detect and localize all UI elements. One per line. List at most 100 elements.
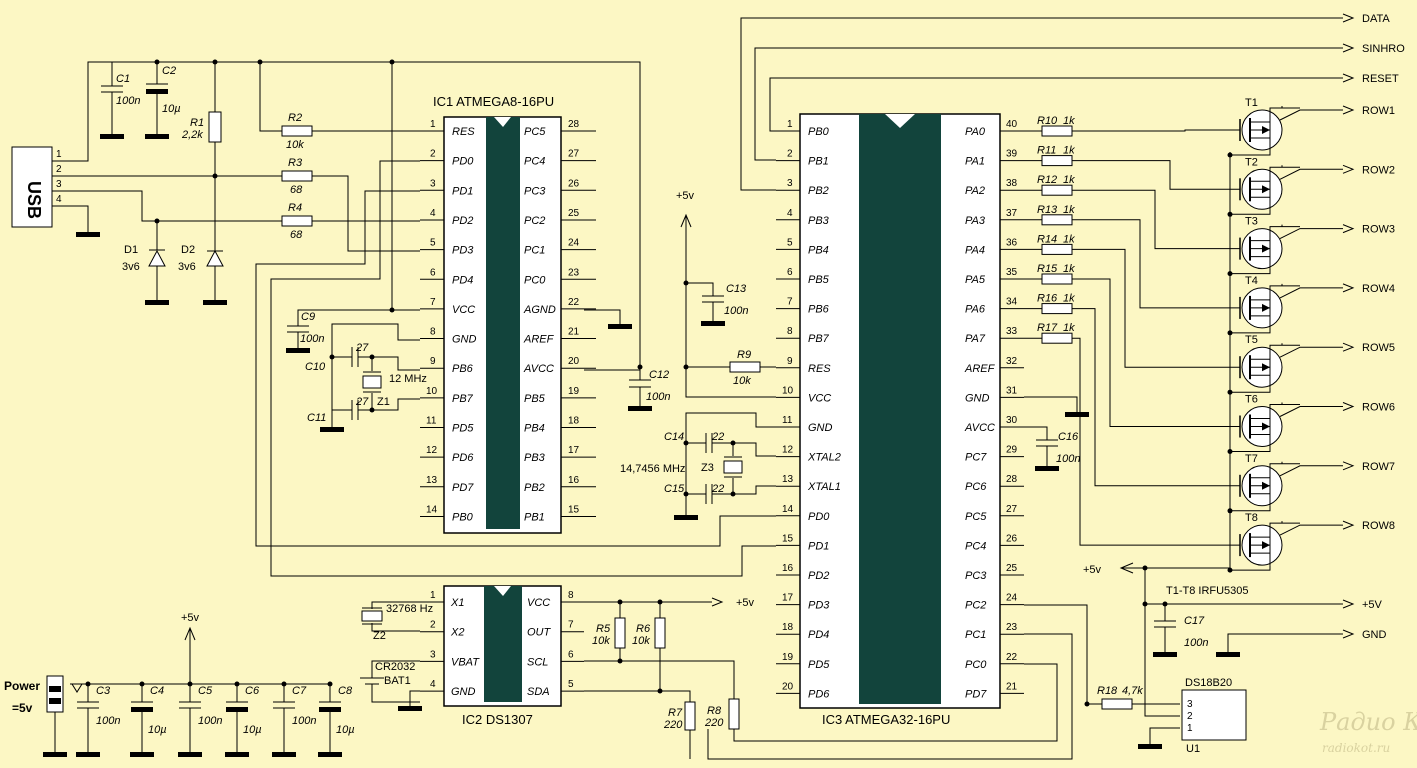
rail-plus5-d: +5v	[1083, 564, 1102, 576]
r3-label: R3	[288, 157, 303, 169]
ic3-pin-l0-name: PB0	[808, 126, 830, 138]
ic1-pin-l3-name: PD2	[452, 215, 473, 227]
ic3-pin-l2-number: 3	[787, 178, 793, 189]
ds-pin2: 2	[1187, 711, 1193, 722]
ic3-pin-r12-number: 28	[1006, 474, 1018, 485]
usb-supply-section: C1 100n C2 10µ R1 2,2k R2 10k R3 68 R4 6…	[100, 59, 420, 305]
ds-label: DS18B20	[1185, 677, 1232, 689]
transistor-label: T1	[1245, 97, 1258, 109]
ds18b20-sensor: DS18B20 U1 3 2 1 R18 4,7k	[1087, 677, 1247, 755]
ic2-pin-r0-number: 8	[568, 590, 574, 601]
r9-value: 10k	[733, 375, 751, 387]
ic1-pin-l6-name: VCC	[452, 304, 475, 316]
ic3-left-wiring: DATA SINHRO RESET +5v C13 100n R9 10k C1…	[620, 13, 1405, 520]
ic3-atmega32: IC3 ATMEGA32-16PU PB01PB12PB23PB34PB45PB…	[776, 113, 1024, 727]
usb-pin2: 2	[56, 164, 62, 175]
row-output-label: ROW8	[1362, 520, 1395, 532]
power-cap-label: C6	[245, 685, 260, 697]
ic3-pin-r15-name: PC3	[965, 570, 987, 582]
transistor-label: T5	[1245, 334, 1258, 346]
ic1-pin-r2-name: PC3	[524, 185, 546, 197]
signal-data: DATA	[1362, 13, 1390, 25]
power-cap-label: C3	[96, 685, 111, 697]
ic1-pin-r13-number: 15	[568, 504, 580, 515]
ic1-pin-l11-number: 12	[426, 445, 438, 456]
ic1-pin-r5-name: PC0	[524, 274, 546, 286]
ic1-pin-r6-number: 22	[568, 297, 580, 308]
ic2-pin-r2-name: SCL	[527, 656, 548, 668]
ic2-pin-l1-name: X2	[450, 627, 464, 639]
c14-label: C14	[664, 431, 684, 443]
ic1-pin-r8-number: 20	[568, 356, 580, 367]
ic2-pin-r3-number: 5	[568, 679, 574, 690]
ic2-pin-l2-number: 3	[430, 649, 436, 660]
r18-label: R18	[1097, 685, 1118, 697]
ic1-pin-r13-name: PB1	[524, 511, 545, 523]
ic1-pin-l11-name: PD6	[452, 452, 474, 464]
ic3-pin-l5-number: 6	[787, 267, 793, 278]
row-resistor-value: 1k	[1063, 204, 1075, 216]
ic3-pin-r16-name: PC2	[965, 600, 986, 612]
row-output-label: ROW2	[1362, 164, 1395, 176]
row-resistor-value: 1k	[1063, 174, 1075, 186]
ic3-pin-l15-name: PD2	[808, 570, 829, 582]
row-resistor	[1041, 184, 1073, 196]
power-cap-label: C5	[198, 685, 213, 697]
ic3-pin-r10-name: AVCC	[964, 422, 995, 434]
power-cap-value: 10µ	[243, 724, 262, 736]
ic3-pin-l8-number: 9	[787, 356, 793, 367]
ic3-pin-r17-number: 23	[1006, 622, 1018, 633]
ic3-pin-r5-number: 35	[1006, 267, 1018, 278]
ic3-pin-l6-name: PB6	[808, 304, 830, 316]
ic3-pin-l19-name: PD6	[808, 688, 830, 700]
c12-value: 100n	[646, 391, 670, 403]
c13-value: 100n	[724, 305, 748, 317]
r5-label: R5	[596, 623, 611, 635]
ic3-pin-l0-number: 1	[787, 119, 793, 130]
ic2-title: IC2 DS1307	[462, 712, 533, 727]
ic3-pin-l12-name: XTAL1	[807, 481, 841, 493]
ic3-pin-r17-name: PC1	[965, 629, 986, 641]
ic1-pin-l4-number: 5	[430, 238, 436, 249]
c11-label: C11	[307, 412, 326, 424]
row-resistor-value: 1k	[1063, 115, 1075, 127]
ic1-pin-l5-name: PD4	[452, 274, 473, 286]
row-resistor-label: R13	[1037, 204, 1058, 216]
ic2-pin-l0-number: 1	[430, 590, 436, 601]
row-resistor-value: 1k	[1063, 322, 1075, 334]
c12-label: C12	[649, 369, 669, 381]
ic3-pin-r11-number: 29	[1006, 445, 1018, 456]
ic1-pin-r4-name: PC1	[524, 245, 545, 257]
ic1-pin-r4-number: 24	[568, 238, 580, 249]
ic3-pin-l11-number: 12	[782, 445, 794, 456]
ic3-pin-l3-number: 4	[787, 208, 793, 219]
ic3-pin-l10-number: 11	[782, 415, 793, 426]
signal-sinhro: SINHRO	[1362, 43, 1405, 55]
ic3-pin-r1-name: PA1	[965, 156, 985, 168]
ic3-pin-l3-name: PB3	[808, 215, 830, 227]
z1-label: Z1	[377, 396, 390, 408]
c13-label: C13	[726, 283, 747, 295]
row-output-label: ROW7	[1362, 461, 1395, 473]
ic3-pin-r10-number: 30	[1006, 415, 1018, 426]
ic2-pin-r1-name: OUT	[527, 627, 552, 639]
ic2-pin-r3-name: SDA	[527, 686, 550, 698]
row-resistor	[1041, 243, 1073, 255]
r18-value: 4,7k	[1122, 685, 1143, 697]
signal-reset: RESET	[1362, 73, 1399, 85]
ic1-pin-l5-number: 6	[430, 267, 436, 278]
r6-value: 10k	[632, 635, 650, 647]
usb-label: USB	[24, 181, 44, 219]
ds-pin3: 3	[1187, 699, 1193, 710]
ic3-pin-l19-number: 20	[782, 681, 794, 692]
ic3-pin-r3-name: PA3	[965, 215, 986, 227]
ic2-pin-l0-name: X1	[450, 597, 464, 609]
r9-label: R9	[737, 349, 751, 361]
power-cap-value: 100n	[198, 715, 222, 727]
ic1-pin-l8-name: PB6	[452, 363, 474, 375]
ic3-title: IC3 ATMEGA32-16PU	[822, 712, 950, 727]
ic2-pin-l3-name: GND	[451, 686, 476, 698]
ic1-pin-r10-number: 18	[568, 416, 580, 427]
